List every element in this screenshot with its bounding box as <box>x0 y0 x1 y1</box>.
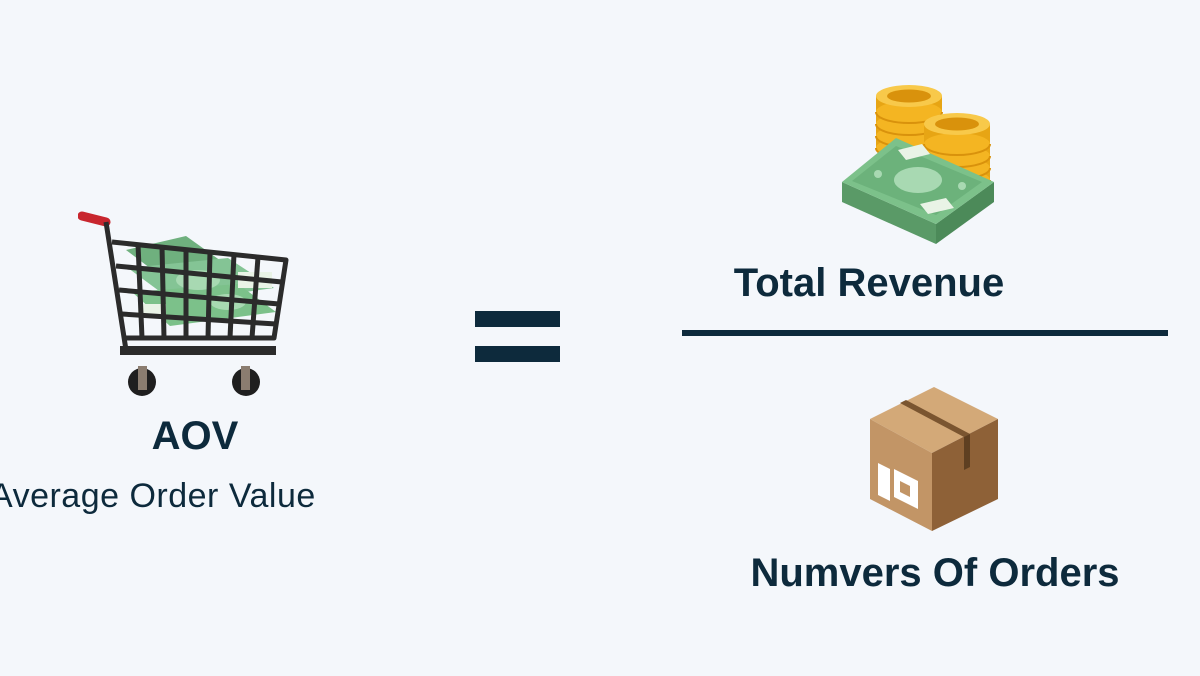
cardboard-box-icon <box>870 387 998 531</box>
cash-bundle-icon <box>842 138 994 244</box>
fraction-denominator: Numvers Of Orders <box>750 551 1120 595</box>
aov-full-name: Average Order Value <box>0 477 316 515</box>
equals-sign-bottom-bar <box>475 346 560 362</box>
aov-abbreviation: AOV <box>151 414 239 458</box>
shopping-cart-with-cash-icon <box>78 211 289 396</box>
cart-frame-icon <box>103 221 289 353</box>
fraction-line <box>682 330 1168 336</box>
fraction-numerator: Total Revenue <box>733 261 1005 305</box>
cash-and-coins-icon <box>842 85 994 244</box>
equals-sign-top-bar <box>475 311 560 327</box>
